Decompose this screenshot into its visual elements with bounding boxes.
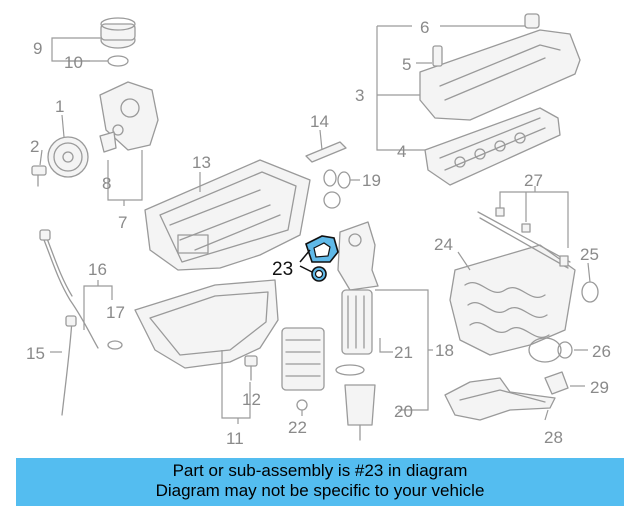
callout-18: 18	[435, 341, 454, 360]
callout-23: 23	[272, 259, 293, 280]
pulley-drawing	[31, 136, 89, 187]
callout-2: 2	[30, 137, 39, 156]
callout-16: 16	[88, 260, 107, 279]
oil-filler-cap-drawing	[100, 17, 136, 67]
callout-22: 22	[288, 418, 307, 437]
banner-line-2: Diagram may not be specific to your vehi…	[155, 481, 485, 500]
oil-cooler-drawing	[281, 327, 325, 411]
info-banner: Part or sub-assembly is #23 in diagram D…	[16, 458, 624, 506]
callout-28: 28	[544, 428, 563, 447]
callout-27: 27	[524, 171, 543, 190]
callout-13: 13	[192, 153, 211, 172]
gasket-strip-drawing	[305, 141, 347, 163]
callout-5: 5	[402, 55, 411, 74]
callout-15: 15	[26, 344, 45, 363]
callout-26: 26	[592, 342, 611, 361]
banner-line-1: Part or sub-assembly is #23 in diagram	[172, 461, 468, 480]
callout-29: 29	[590, 378, 609, 397]
callout-11: 11	[226, 429, 244, 448]
callout-25: 25	[580, 245, 599, 264]
callout-1: 1	[55, 97, 64, 116]
part-23-gasket-drawing	[305, 235, 339, 282]
callout-21: 21	[394, 343, 413, 362]
intake-manifold-drawing	[449, 244, 599, 363]
callout-20: 20	[394, 402, 413, 421]
parts-diagram: 1 2 3 4 5 6 7 8 9 10 11 12 13 14 15 16 1…	[26, 13, 611, 448]
callout-6: 6	[420, 18, 429, 37]
callout-7: 7	[118, 213, 127, 232]
fuel-rail-drawing	[477, 207, 571, 269]
callout-8: 8	[102, 174, 111, 193]
callout-14: 14	[310, 112, 329, 131]
timing-cover-drawing	[99, 81, 159, 153]
dipstick-drawing	[39, 229, 123, 416]
valve-cover-drawing	[419, 13, 581, 186]
callout-17: 17	[106, 303, 125, 322]
callout-24: 24	[434, 235, 453, 254]
upper-oil-pan-drawing	[144, 159, 311, 271]
callout-3: 3	[355, 86, 364, 105]
callout-4: 4	[397, 142, 406, 161]
oil-filter-housing-drawing	[335, 221, 379, 441]
callout-10: 10	[64, 53, 83, 72]
callout-9: 9	[33, 39, 42, 58]
seal-rings-drawing	[323, 169, 351, 209]
callout-12: 12	[242, 390, 261, 409]
lower-oil-pan-drawing	[134, 279, 279, 381]
bracket-drawing	[444, 371, 569, 421]
callout-19: 19	[362, 171, 381, 190]
